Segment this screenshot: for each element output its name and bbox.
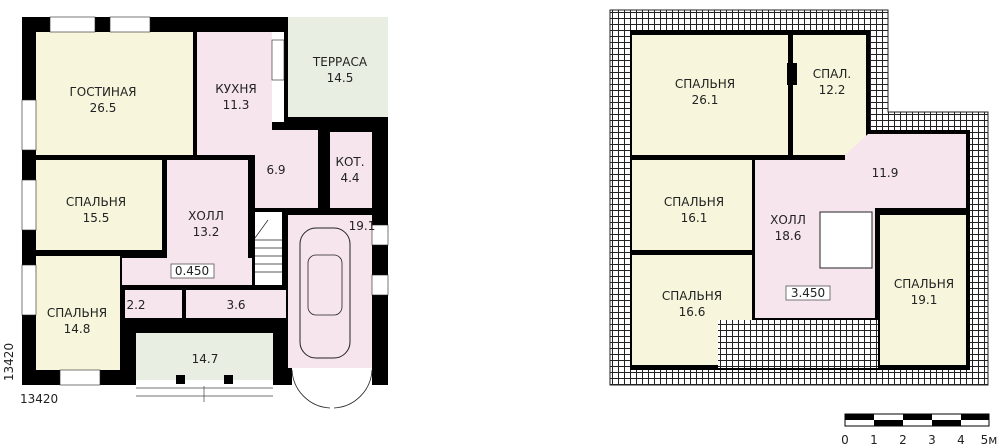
kitchen [197,32,272,155]
dimension-vertical: 13420 [2,343,16,381]
svg-text:КОТ.: КОТ. [335,155,364,169]
svg-text:16.6: 16.6 [679,305,706,319]
level-mark-upper: 3.450 [791,286,825,300]
porch [136,333,273,380]
scale-bar: 0 1 2 3 4 5м [841,413,998,447]
room-labels-upper: СПАЛЬНЯ 26.1 СПАЛ. 12.2 11.9 СПАЛЬНЯ 16.1 Х… [662,67,954,319]
svg-text:1: 1 [870,433,878,447]
svg-text:2.2: 2.2 [126,298,145,312]
bedroom-26-1 [632,35,788,155]
svg-text:4.4: 4.4 [340,171,359,185]
svg-text:СПАЛЬНЯ: СПАЛЬНЯ [894,277,954,291]
bedroom-12-2 [793,35,866,155]
svg-text:СПАЛЬНЯ: СПАЛЬНЯ [47,306,107,320]
svg-text:11.3: 11.3 [223,98,250,112]
vestibule [186,290,286,318]
garage-doors[interactable] [291,369,373,409]
svg-text:3.6: 3.6 [226,298,245,312]
level-mark: 0.450 [175,264,209,278]
living-room [36,32,193,155]
terrace [288,17,388,117]
svg-text:6.9: 6.9 [266,163,285,177]
svg-text:14.5: 14.5 [327,71,354,85]
svg-text:14.8: 14.8 [64,322,91,336]
svg-text:СПАЛЬНЯ: СПАЛЬНЯ [66,195,126,209]
storage-2-2 [125,290,182,318]
svg-text:18.6: 18.6 [775,229,802,243]
svg-text:ГОСТИНАЯ: ГОСТИНАЯ [69,85,136,99]
svg-text:14.7: 14.7 [192,352,219,366]
svg-text:11.9: 11.9 [872,166,899,180]
bedroom-15-5 [36,160,162,250]
bedroom-19-1 [880,215,966,365]
svg-text:СПАЛЬНЯ: СПАЛЬНЯ [664,195,724,209]
svg-text:12.2: 12.2 [819,83,846,97]
svg-text:19.1: 19.1 [349,219,376,233]
svg-text:2: 2 [899,433,907,447]
svg-text:ТЕРРАСА: ТЕРРАСА [312,55,368,69]
bathroom [255,130,318,208]
svg-text:ХОЛЛ: ХОЛЛ [188,209,224,223]
svg-text:26.5: 26.5 [90,101,117,115]
svg-text:ХОЛЛ: ХОЛЛ [770,213,806,227]
svg-text:СПАЛ.: СПАЛ. [813,67,851,81]
car-icon [299,227,351,359]
svg-text:5м: 5м [981,433,998,447]
svg-text:4: 4 [957,433,965,447]
ground-floor-plan: ГОСТИНАЯ 26.5 КУХНЯ 11.3 ТЕРРАСА 14.5 СПАЛЬ… [2,16,389,410]
svg-text:0: 0 [841,433,849,447]
roof-area [718,320,878,368]
bedroom-14-8 [36,256,120,370]
dimension-horizontal: 13420 [20,392,58,406]
svg-text:КУХНЯ: КУХНЯ [215,82,256,96]
svg-text:СПАЛЬНЯ: СПАЛЬНЯ [662,289,722,303]
svg-text:15.5: 15.5 [83,211,110,225]
room-labels: ГОСТИНАЯ 26.5 КУХНЯ 11.3 ТЕРРАСА 14.5 СПАЛЬ… [47,55,375,366]
boiler-room [330,132,372,208]
staircase-upper [819,211,873,269]
bathroom-upper [845,134,966,208]
svg-text:СПАЛЬНЯ: СПАЛЬНЯ [675,77,735,91]
windows [21,16,389,386]
svg-text:26.1: 26.1 [692,93,719,107]
staircase [255,212,282,285]
svg-text:3: 3 [928,433,936,447]
upper-floor-plan: СПАЛЬНЯ 26.1 СПАЛ. 12.2 11.9 СПАЛЬНЯ 16.1 Х… [609,9,989,386]
svg-text:19.1: 19.1 [911,293,938,307]
bedroom-16-1 [632,160,752,250]
svg-text:13.2: 13.2 [193,225,220,239]
garage [288,215,372,368]
svg-text:16.1: 16.1 [681,211,708,225]
